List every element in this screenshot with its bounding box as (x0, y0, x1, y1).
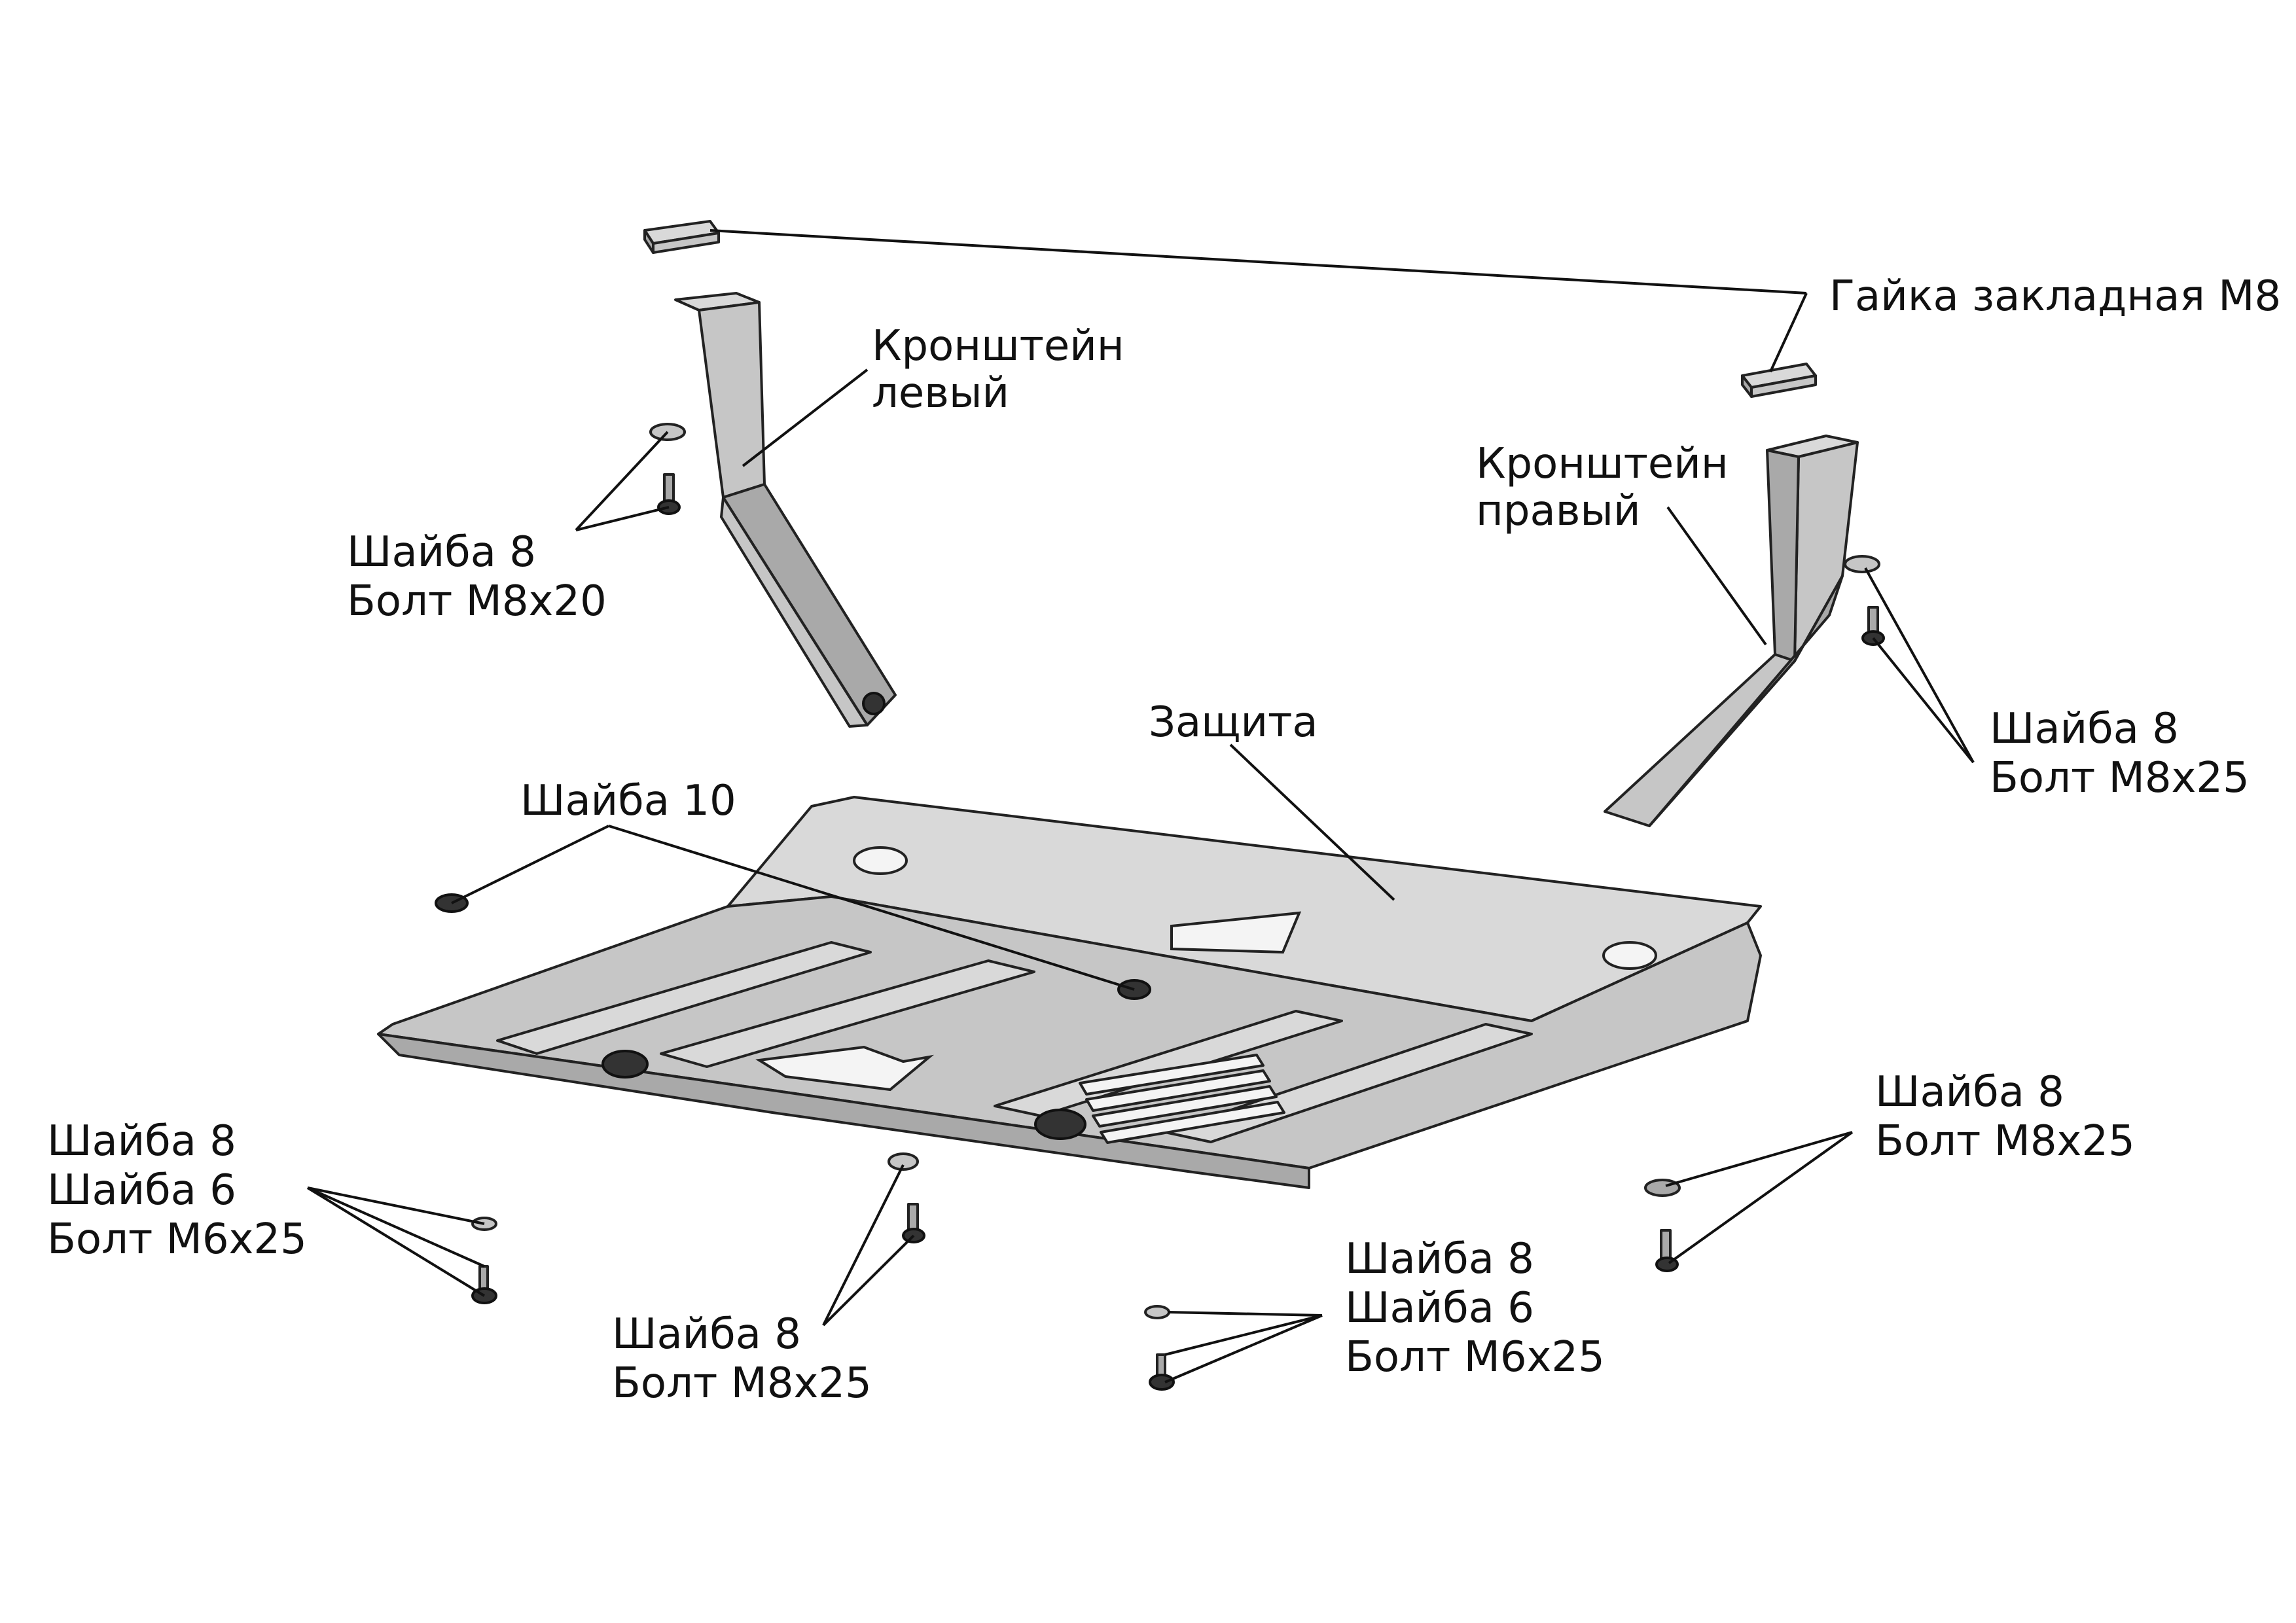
label-bottom-right-line1: Шайба 8 (1345, 1235, 1534, 1283)
label-nut-insert: Гайка закладная М8 (1829, 272, 2281, 321)
label-bracket-right-line1: Кронштейн (1476, 440, 1729, 488)
embedded-nut-right (1741, 363, 1817, 398)
label-bottom-center-line2: Болт М8х25 (612, 1359, 872, 1408)
label-bottom-right-line2: Шайба 6 (1345, 1284, 1534, 1332)
fastener-group-bottom-center (888, 1152, 925, 1243)
washer10-grommet-icon (601, 1050, 649, 1079)
bolt-head-icon (1149, 1374, 1175, 1391)
guard-mount-hole-right (1602, 941, 1657, 970)
label-bottom-right-line3: Болт М6х25 (1345, 1333, 1605, 1382)
label-right-upper-line1: Шайба 8 (1990, 705, 2179, 753)
embedded-nut-left (643, 220, 720, 254)
washer-icon (1844, 555, 1880, 573)
label-bracket-left-line1: Кронштейн (872, 322, 1124, 370)
engine-guard-plate (377, 796, 1762, 1189)
label-washer10: Шайба 10 (520, 777, 736, 825)
label-right-lower-line2: Болт М8х25 (1875, 1117, 2135, 1166)
guard-mount-hole-left (853, 846, 908, 875)
callouts: Гайка закладная М8 Кронштейн левый Кронш… (47, 272, 2281, 1408)
fastener-group-right-upper (1844, 555, 1885, 646)
washer-icon (888, 1152, 919, 1171)
label-bottom-left-line3: Болт М6х25 (47, 1215, 307, 1264)
label-right-upper-line2: Болт М8х25 (1990, 754, 2250, 802)
fastener-group-bottom-right (1144, 1305, 1175, 1391)
label-guard: Защита (1149, 698, 1318, 747)
label-bottom-center-line1: Шайба 8 (612, 1310, 801, 1359)
fastener-group-top-left (649, 423, 686, 515)
bracket-right (1604, 435, 1859, 827)
label-top-left-line1: Шайба 8 (347, 528, 536, 577)
fastener-group-right-lower (1644, 1179, 1681, 1272)
label-bottom-left-line2: Шайба 6 (47, 1166, 236, 1215)
washer-icon (1144, 1305, 1170, 1319)
washer10-grommet-icon (1034, 1109, 1086, 1140)
label-right-lower-line1: Шайба 8 (1875, 1068, 2064, 1116)
label-bracket-left-line2: левый (872, 369, 1009, 418)
guard-cutout-front (755, 1045, 935, 1092)
label-bracket-right-line2: правый (1476, 487, 1641, 535)
label-bottom-left-line1: Шайба 8 (47, 1117, 236, 1166)
guard-vent-slots (1079, 1054, 1285, 1144)
guard-cutout-top (1170, 911, 1302, 954)
leader-lines (306, 229, 1975, 1383)
label-top-left-line2: Болт М8х20 (347, 577, 607, 626)
bracket-left (674, 292, 897, 728)
bracket-left-nut-icon (862, 692, 886, 715)
